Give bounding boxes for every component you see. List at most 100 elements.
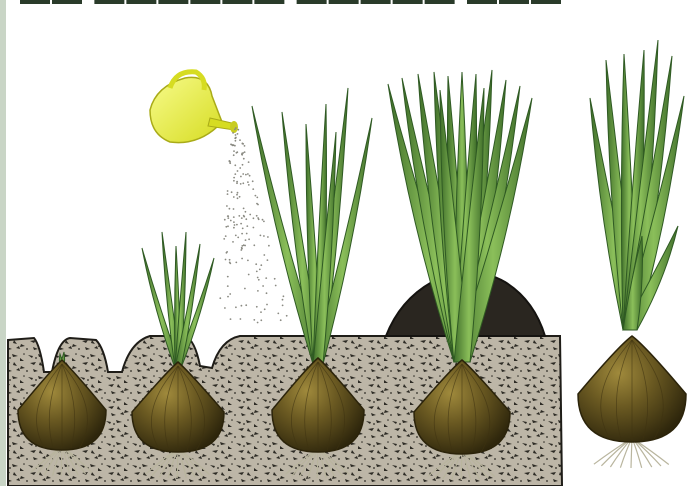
water-droplet — [235, 306, 237, 308]
water-droplet — [255, 263, 257, 265]
water-droplet — [241, 305, 243, 307]
water-droplet — [245, 239, 247, 241]
water-droplet — [253, 319, 255, 321]
water-droplet — [232, 132, 234, 134]
water-droplet — [262, 219, 264, 221]
water-droplet — [236, 152, 238, 154]
water-droplet — [277, 313, 279, 315]
water-droplet — [227, 296, 229, 298]
water-droplet — [237, 133, 239, 135]
water-droplet — [223, 238, 225, 240]
water-droplet — [266, 304, 268, 306]
water-droplet — [236, 181, 238, 183]
watering-can-icon — [150, 72, 238, 143]
water-droplet — [238, 215, 240, 217]
water-droplet — [265, 277, 267, 279]
water-droplet — [253, 244, 255, 246]
water-droplet — [235, 134, 237, 136]
water-droplet — [236, 224, 238, 226]
water-droplet — [233, 154, 235, 156]
water-droplet — [230, 220, 232, 222]
water-droplet — [263, 221, 265, 223]
water-droplet — [247, 260, 249, 262]
water-droplet — [244, 288, 246, 290]
water-droplet — [260, 311, 262, 313]
water-droplet — [237, 237, 239, 239]
water-droplet — [237, 197, 239, 199]
water-droplet — [233, 196, 235, 198]
water-droplet — [253, 227, 255, 229]
water-droplet — [240, 183, 242, 185]
water-droplet — [240, 223, 242, 225]
water-droplet — [233, 180, 235, 182]
water-droplet — [242, 143, 244, 145]
water-droplet — [226, 205, 228, 207]
water-droplet — [227, 225, 229, 227]
left-border-strip — [0, 0, 6, 486]
water-droplet — [235, 140, 237, 142]
water-droplet — [257, 322, 259, 324]
water-droplet — [245, 174, 247, 176]
water-droplet — [229, 263, 231, 265]
water-droplet — [260, 319, 262, 321]
water-droplet — [243, 208, 245, 210]
water-droplet — [233, 150, 235, 152]
water-droplet — [255, 195, 257, 197]
water-droplet — [245, 218, 247, 220]
water-droplet — [256, 306, 258, 308]
stage-5-bulb — [578, 336, 686, 468]
water-droplet — [259, 269, 261, 271]
water-droplet — [264, 308, 266, 310]
water-droplet — [257, 290, 259, 292]
water-droplet — [241, 258, 243, 260]
water-droplet — [227, 217, 229, 219]
cropped-title-text: ▬▬ ▬▬▬▬▬▬ ▬▬▬▬▬ ▬▬▬ — [20, 0, 563, 12]
water-droplet — [236, 182, 238, 184]
water-droplet — [246, 233, 248, 235]
water-droplet — [233, 216, 235, 218]
water-droplet — [282, 299, 284, 301]
water-droplet — [239, 167, 241, 169]
water-droplet — [229, 208, 231, 210]
water-droplet — [225, 226, 227, 228]
water-droplet — [249, 175, 251, 177]
water-droplet — [256, 215, 258, 217]
water-droplet — [241, 233, 243, 235]
water-droplet — [237, 192, 239, 194]
water-droplet — [266, 292, 268, 294]
water-droplet — [242, 173, 244, 175]
water-droplet — [244, 245, 246, 247]
water-droplet — [248, 161, 250, 163]
cropped-title-strip: ▬▬ ▬▬▬▬▬▬ ▬▬▬▬▬ ▬▬▬ — [0, 0, 699, 12]
water-droplet — [229, 259, 231, 261]
water-droplet — [258, 279, 260, 281]
water-droplet — [234, 145, 236, 147]
water-droplet — [227, 276, 229, 278]
water-droplet — [226, 251, 228, 253]
water-droplet — [249, 214, 251, 216]
water-droplet — [274, 278, 276, 280]
water-droplet — [256, 203, 258, 205]
water-droplet — [247, 181, 249, 183]
water-droplet — [229, 161, 231, 163]
water-droplet — [227, 190, 229, 192]
water-droplet — [260, 235, 262, 237]
water-droplet — [246, 225, 248, 227]
water-droplet — [241, 217, 243, 219]
water-droplet — [219, 297, 221, 299]
water-droplet — [275, 285, 277, 287]
water-droplet — [283, 295, 285, 297]
water-droplet — [233, 221, 235, 223]
stage-5-leaves — [590, 40, 684, 330]
water-droplet — [235, 235, 237, 237]
water-droplet — [241, 154, 243, 156]
water-droplet — [239, 196, 241, 198]
water-droplet — [267, 236, 269, 238]
water-droplet — [244, 145, 246, 147]
water-droplet — [245, 304, 247, 306]
water-droplet — [267, 259, 269, 261]
water-droplet — [232, 145, 234, 147]
water-droplet — [232, 241, 234, 243]
water-droplet — [248, 274, 250, 276]
water-droplet — [262, 285, 264, 287]
